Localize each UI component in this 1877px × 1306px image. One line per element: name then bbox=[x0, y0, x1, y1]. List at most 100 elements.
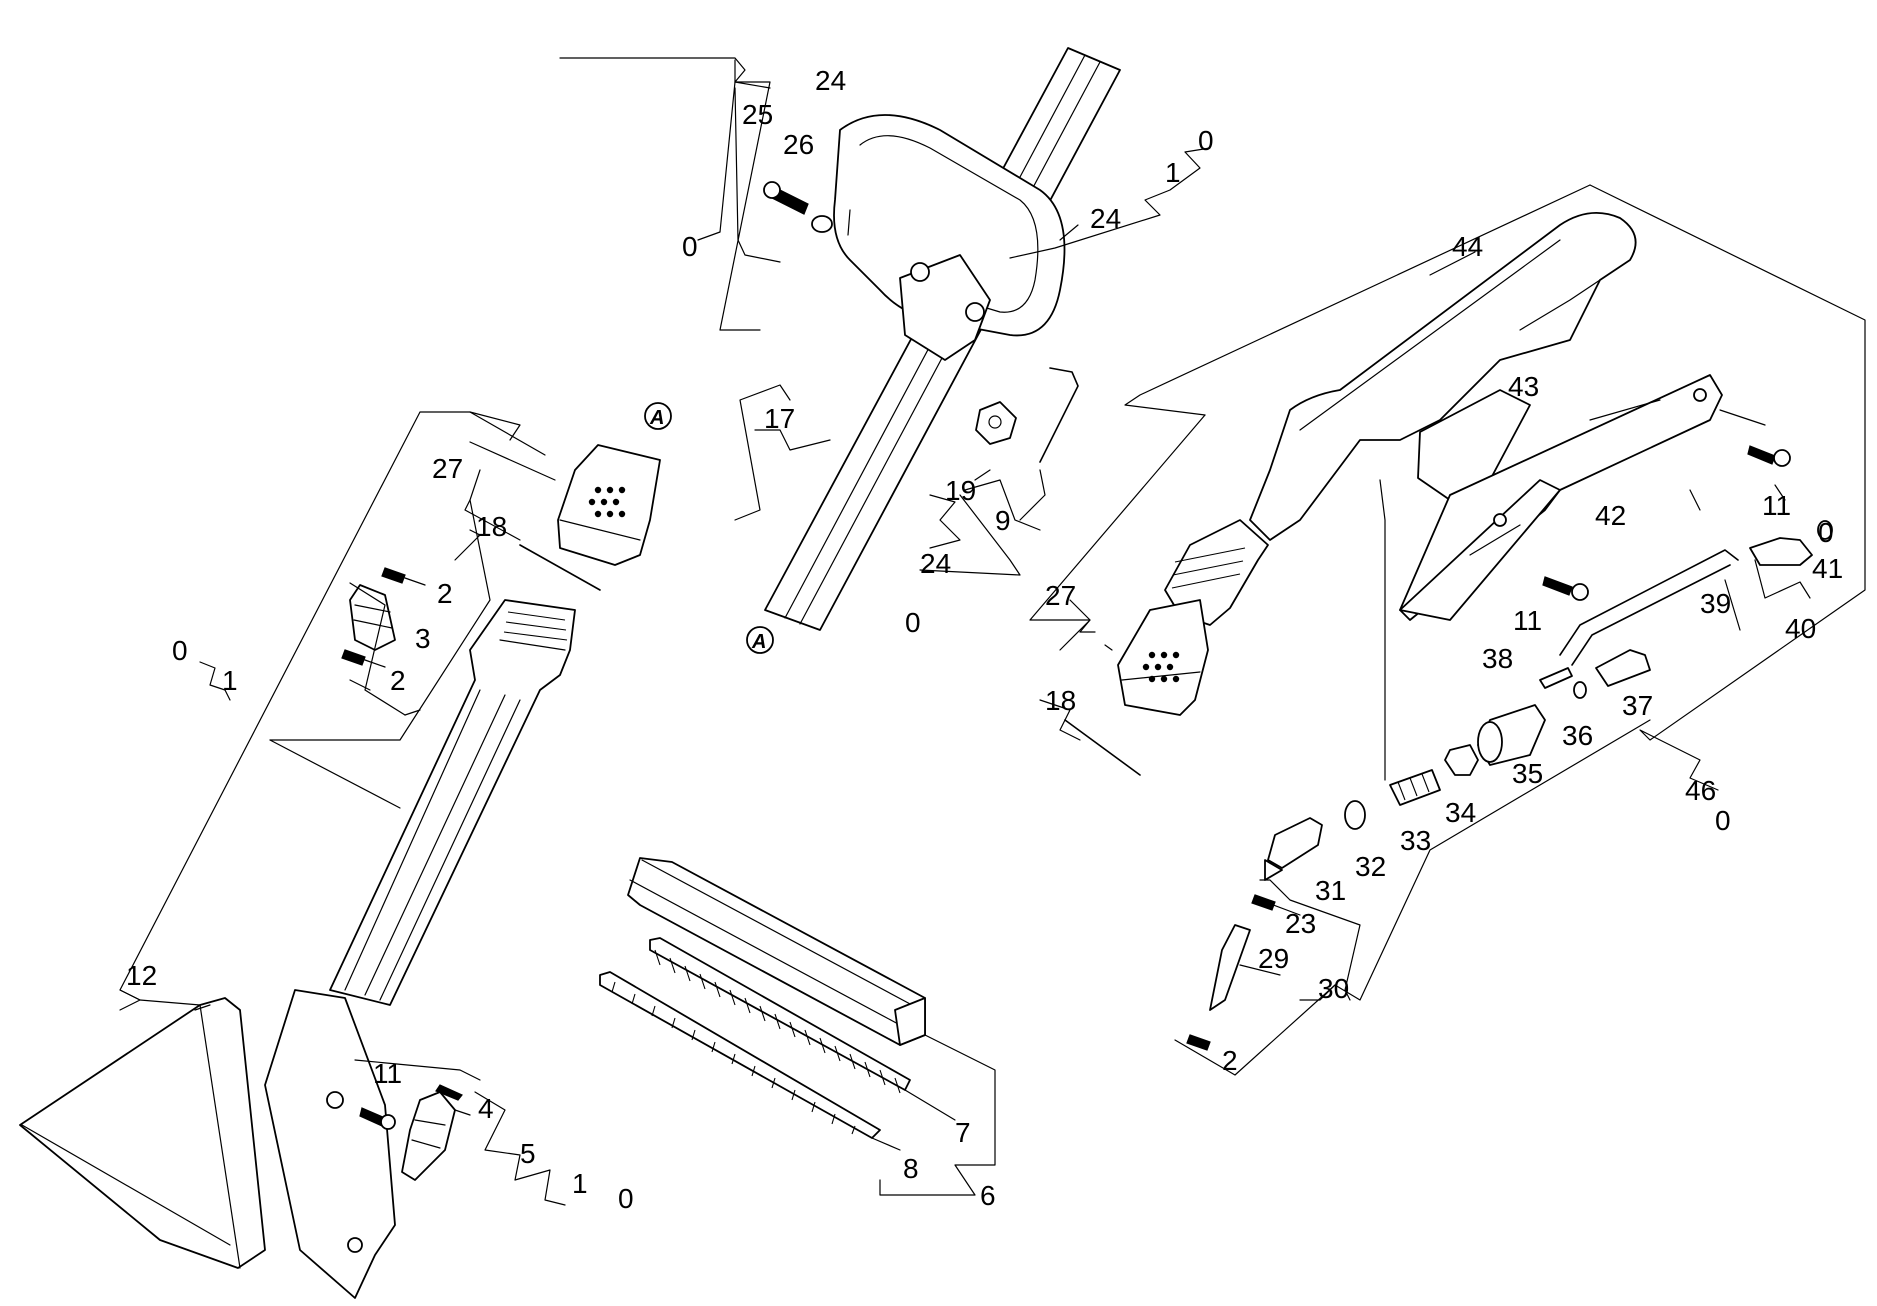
label-29: 29 bbox=[1258, 943, 1289, 974]
label-0: 0 bbox=[682, 231, 698, 262]
fitting-34 bbox=[1444, 744, 1479, 776]
label-3: 3 bbox=[415, 623, 431, 654]
label-18: 18 bbox=[476, 511, 507, 542]
pin-2-top bbox=[381, 567, 426, 586]
coupling-41 bbox=[1749, 537, 1813, 566]
roller-3 bbox=[349, 584, 396, 651]
label-37: 37 bbox=[1622, 690, 1653, 721]
label-24: 24 bbox=[815, 65, 846, 96]
label-0: 0 bbox=[172, 635, 188, 666]
label-44: 44 bbox=[1452, 231, 1483, 262]
handle-assembly bbox=[763, 47, 1121, 631]
label-11: 11 bbox=[373, 1058, 402, 1089]
adapter-holes-left bbox=[588, 486, 626, 518]
label-27: 27 bbox=[432, 453, 463, 484]
body-neck bbox=[1164, 519, 1269, 626]
spray-leaders bbox=[1029, 184, 1866, 1076]
strip-leaders bbox=[871, 1034, 996, 1196]
label-24: 24 bbox=[1090, 203, 1121, 234]
valve-29 bbox=[1209, 924, 1251, 1011]
pin-2-bottom bbox=[341, 649, 386, 668]
nut-19 bbox=[975, 401, 1017, 445]
clip-4 bbox=[435, 1084, 463, 1101]
label-23: 23 bbox=[1285, 908, 1316, 939]
label-34: 34 bbox=[1445, 797, 1476, 828]
label-7: 7 bbox=[955, 1117, 971, 1148]
brush-7 bbox=[649, 937, 911, 1091]
adapter-27-left bbox=[557, 444, 661, 566]
label-8: 8 bbox=[903, 1153, 919, 1184]
label-6: 6 bbox=[980, 1180, 996, 1211]
holder-5 bbox=[401, 1091, 456, 1181]
wand-leaders bbox=[119, 411, 566, 1206]
label-0: 0 bbox=[1715, 805, 1731, 836]
wand-assembly bbox=[19, 444, 661, 1299]
label-33: 33 bbox=[1400, 825, 1431, 856]
callout-a-top: A bbox=[644, 402, 672, 430]
label-2: 2 bbox=[437, 578, 453, 609]
label-32: 32 bbox=[1355, 851, 1386, 882]
label-2: 2 bbox=[390, 665, 406, 696]
wand-tube bbox=[329, 599, 576, 1006]
label-36: 36 bbox=[1562, 720, 1593, 751]
label-0: 0 bbox=[1818, 517, 1834, 548]
label-42: 42 bbox=[1595, 500, 1626, 531]
ring-36 bbox=[1573, 681, 1587, 699]
label-11: 11 bbox=[1513, 605, 1542, 636]
svg-text:A: A bbox=[751, 631, 766, 653]
strip-assembly bbox=[599, 857, 926, 1139]
spring-38 bbox=[1539, 667, 1573, 689]
body-44 bbox=[1249, 212, 1637, 541]
clip-23 bbox=[1251, 894, 1276, 911]
pin-2-right bbox=[1186, 1034, 1211, 1051]
label-0: 0 bbox=[905, 607, 921, 638]
label-27: 27 bbox=[1045, 580, 1076, 611]
label-26: 26 bbox=[783, 129, 814, 160]
washer-26 bbox=[811, 215, 833, 233]
seal-18-left bbox=[519, 544, 601, 591]
label-39: 39 bbox=[1700, 588, 1731, 619]
label-31: 31 bbox=[1315, 875, 1346, 906]
svg-text:A: A bbox=[649, 407, 664, 429]
callout-a-bottom: A bbox=[746, 626, 774, 654]
allen-key-9 bbox=[1039, 367, 1079, 463]
label-38: 38 bbox=[1482, 643, 1513, 674]
label-25: 25 bbox=[742, 99, 773, 130]
label-24: 24 bbox=[920, 548, 951, 579]
label-2: 2 bbox=[1222, 1045, 1238, 1076]
label-40: 40 bbox=[1785, 613, 1816, 644]
label-35: 35 bbox=[1512, 758, 1543, 789]
label-0: 0 bbox=[1198, 125, 1214, 156]
seal-18-right bbox=[1064, 719, 1141, 776]
lip-8 bbox=[599, 971, 881, 1139]
label-19: 19 bbox=[945, 475, 976, 506]
label-0: 0 bbox=[618, 1183, 634, 1214]
spring-33 bbox=[1389, 769, 1441, 806]
connector-31 bbox=[1267, 817, 1323, 869]
label-9: 9 bbox=[995, 505, 1011, 536]
label-11: 11 bbox=[1762, 490, 1791, 521]
label-1: 1 bbox=[572, 1168, 588, 1199]
label-43: 43 bbox=[1508, 371, 1539, 402]
hose-39 bbox=[1559, 549, 1739, 656]
brush-7-bristles bbox=[654, 949, 901, 1094]
valve-37 bbox=[1595, 649, 1651, 687]
screw-11-upper-right bbox=[1747, 445, 1776, 465]
spray-assembly bbox=[1064, 212, 1833, 1051]
label-4: 4 bbox=[478, 1093, 494, 1124]
label-12: 12 bbox=[126, 960, 157, 991]
label-5: 5 bbox=[520, 1138, 536, 1169]
label-1: 1 bbox=[1165, 157, 1181, 188]
label-30: 30 bbox=[1318, 973, 1349, 1004]
label-17: 17 bbox=[764, 403, 795, 434]
part-labels: 24 25 26 0 1 0 24 17 19 9 24 0 27 18 2 3… bbox=[126, 65, 1843, 1214]
label-46: 46 bbox=[1685, 775, 1716, 806]
o-ring-32 bbox=[1344, 800, 1366, 830]
label-41: 41 bbox=[1812, 553, 1843, 584]
nozzle-head bbox=[264, 989, 396, 1299]
screw-11-lower-right bbox=[1542, 576, 1573, 596]
nozzle-12 bbox=[19, 997, 266, 1269]
d-handle bbox=[833, 114, 1066, 337]
label-1: 1 bbox=[222, 665, 238, 696]
